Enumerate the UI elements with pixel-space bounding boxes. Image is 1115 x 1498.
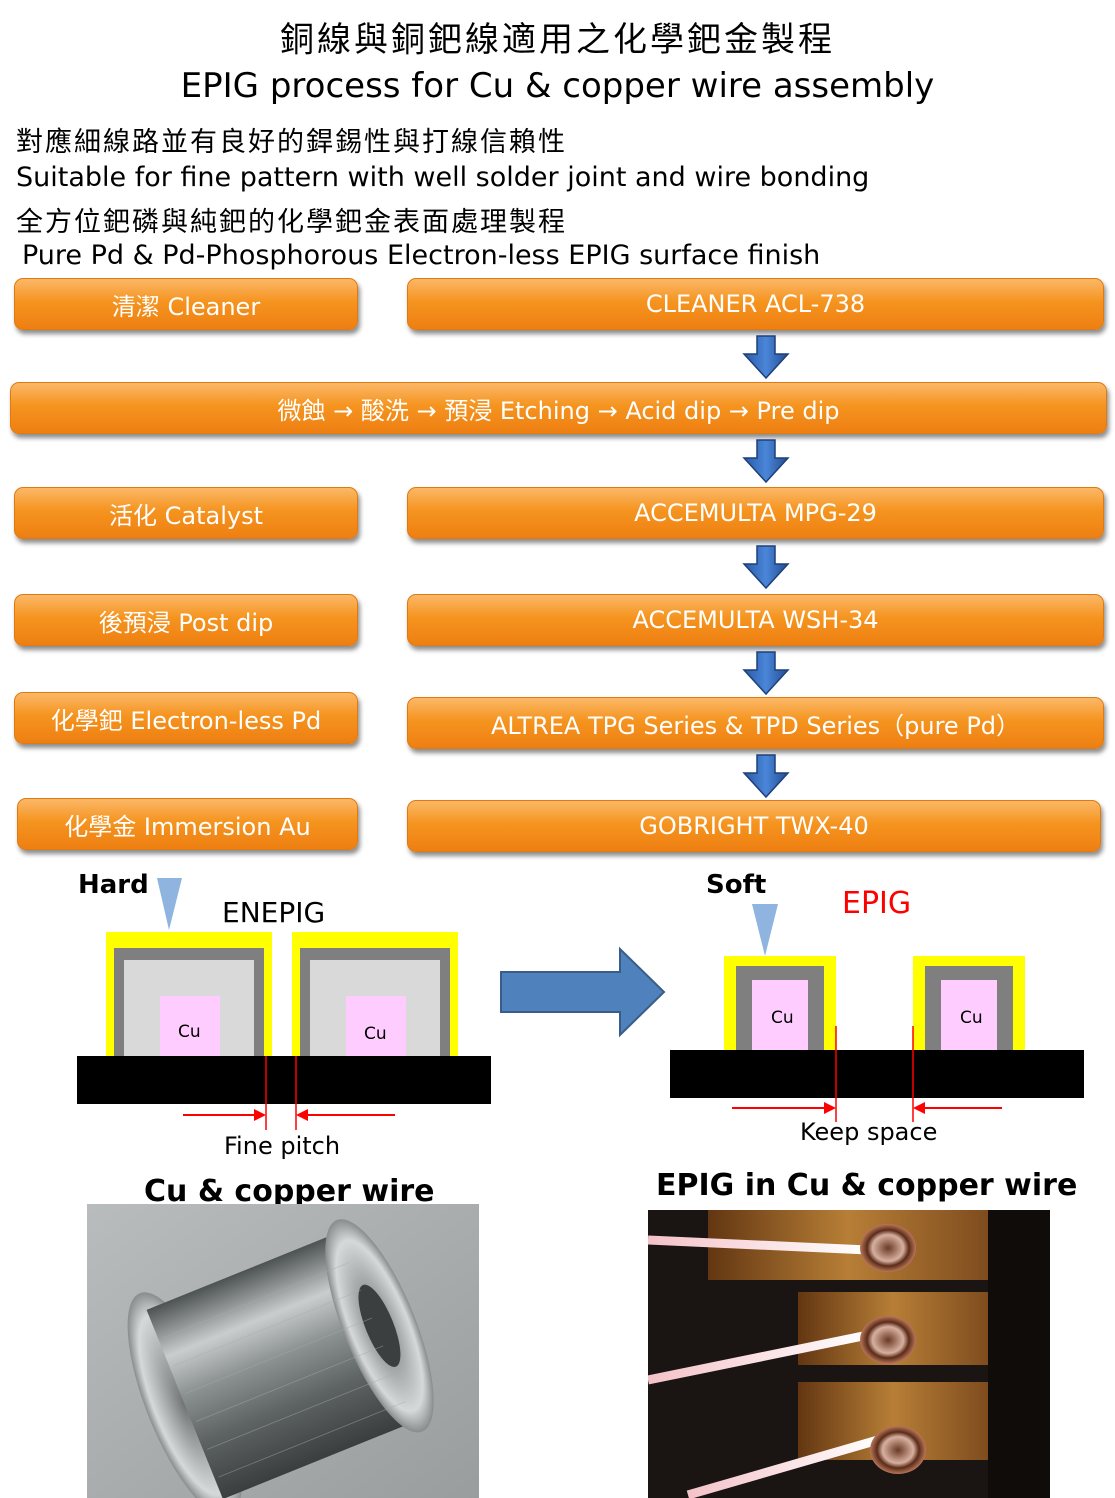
enepig-label: ENEPIG xyxy=(222,896,326,929)
transition-arrow-icon xyxy=(500,946,666,1038)
cu-label: Cu xyxy=(771,1008,794,1028)
photo-caption-right: EPIG in Cu & copper wire xyxy=(656,1168,1078,1203)
step-cleaner-product: CLEANER ACL-738 xyxy=(407,278,1104,330)
copper-core xyxy=(752,980,808,1052)
cu-label: Cu xyxy=(178,1022,201,1042)
title-english: EPIG process for Cu & copper wire assemb… xyxy=(180,66,935,106)
title-chinese: 銅線與銅鈀線適用之化學鈀金製程 xyxy=(280,20,835,60)
soft-indenter-icon xyxy=(752,904,778,956)
epig-diagram xyxy=(670,904,1084,1122)
soft-label: Soft xyxy=(706,870,767,900)
hard-indenter-icon xyxy=(157,878,182,930)
enepig-diagram xyxy=(77,878,491,1130)
step-postdip-product: ACCEMULTA WSH-34 xyxy=(407,594,1104,646)
copper-core xyxy=(160,996,220,1058)
photo-caption-left: Cu & copper wire xyxy=(144,1174,435,1209)
step-catalyst-product: ACCEMULTA MPG-29 xyxy=(407,487,1104,539)
cu-label: Cu xyxy=(364,1024,387,1044)
flow-down-arrow-icon xyxy=(742,754,790,799)
fine-pitch-label: Fine pitch xyxy=(224,1132,341,1160)
keep-space-label: Keep space xyxy=(800,1118,938,1146)
intro-line-2: Suitable for fine pattern with well sold… xyxy=(16,162,870,193)
intro-line-3: 全方位鈀磷與純鈀的化學鈀金表面處理製程 xyxy=(16,207,567,238)
step-catalyst-label: 活化 Catalyst xyxy=(14,487,358,539)
intro-line-4: Pure Pd & Pd-Phosphorous Electron-less E… xyxy=(22,240,821,271)
step-au-product: GOBRIGHT TWX-40 xyxy=(407,800,1101,852)
intro-line-1: 對應細線路並有良好的銲錫性與打線信賴性 xyxy=(16,127,567,158)
substrate xyxy=(670,1050,1084,1098)
step-pd-product: ALTREA TPG Series & TPD Series（pure Pd） xyxy=(407,697,1104,749)
flow-down-arrow-icon xyxy=(742,439,790,484)
cu-label: Cu xyxy=(960,1008,983,1028)
flow-down-arrow-icon xyxy=(742,545,790,590)
wire-bond-photo xyxy=(648,1210,1050,1498)
copper-wire-spool-photo xyxy=(87,1204,479,1498)
step-postdip-label: 後預浸 Post dip xyxy=(14,594,358,646)
step-au-label: 化學金 Immersion Au xyxy=(17,798,358,850)
substrate xyxy=(77,1056,491,1104)
step-etching-combined: 微蝕 → 酸洗 → 預浸 Etching → Acid dip → Pre di… xyxy=(10,382,1107,434)
hard-label: Hard xyxy=(78,870,149,900)
epig-label: EPIG xyxy=(842,886,912,921)
copper-core xyxy=(346,996,406,1058)
flow-down-arrow-icon xyxy=(742,651,790,696)
flow-down-arrow-icon xyxy=(742,335,790,380)
step-cleaner-label: 清潔 Cleaner xyxy=(14,278,358,330)
copper-core xyxy=(941,980,997,1052)
step-pd-label: 化學鈀 Electron-less Pd xyxy=(14,692,358,744)
